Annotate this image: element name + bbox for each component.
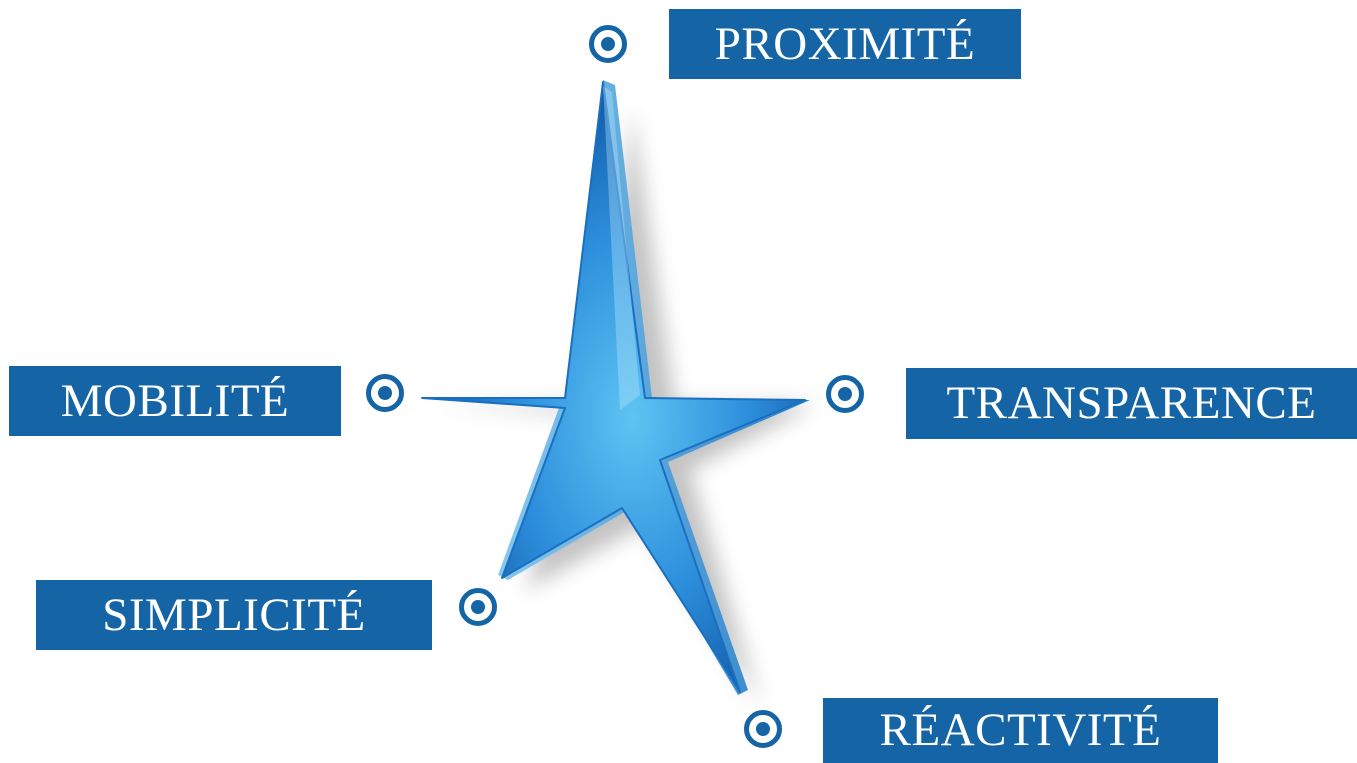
label-simplicite: SIMPLICITÉ — [36, 580, 432, 650]
label-reactivite: RÉACTIVITÉ — [823, 698, 1218, 763]
target-dot-icon — [826, 375, 864, 413]
star-face — [421, 81, 806, 693]
label-proximite: PROXIMITÉ — [669, 9, 1021, 79]
target-dot-icon — [459, 588, 497, 626]
target-dot-icon — [744, 710, 782, 748]
target-dot-icon — [366, 374, 404, 412]
target-dot-icon — [589, 25, 627, 63]
star-highlight — [603, 86, 640, 410]
label-mobilite: MOBILITÉ — [9, 366, 341, 436]
label-transparence: TRANSPARENCE — [906, 368, 1357, 439]
